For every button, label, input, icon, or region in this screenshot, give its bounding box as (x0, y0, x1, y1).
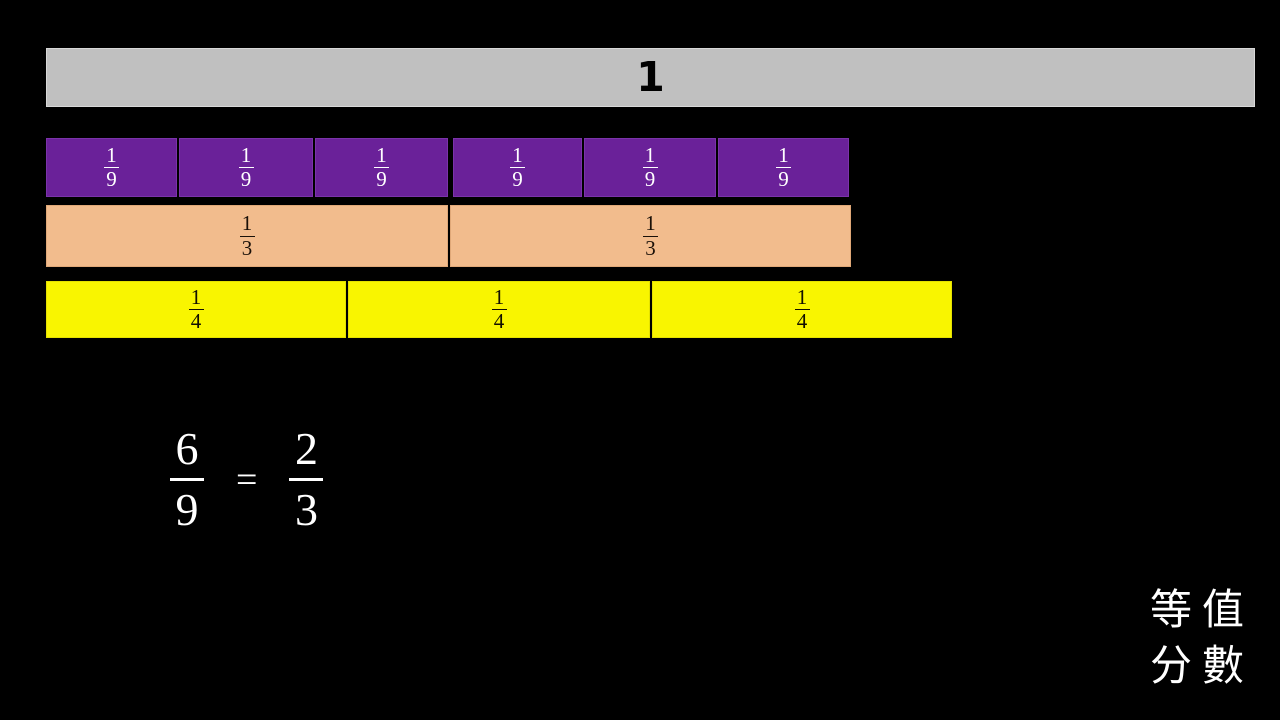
fraction-denominator: 3 (241, 235, 253, 260)
fraction-cell-quarter[interactable]: 1 4 (348, 281, 650, 338)
fraction-numerator: 1 (644, 142, 656, 167)
equation-right-denominator: 3 (294, 484, 318, 536)
fraction-numerator: 1 (190, 284, 202, 309)
fraction-glyph: 1 4 (491, 284, 507, 333)
fraction-glyph: 1 9 (104, 142, 119, 191)
whole-unit-label: 1 (636, 53, 665, 101)
caption-line-1: 等值 (1149, 585, 1254, 635)
fraction-cell-quarter[interactable]: 1 4 (46, 281, 346, 338)
fraction-glyph: 1 4 (188, 284, 204, 333)
equation-left-numerator: 6 (175, 423, 199, 474)
fraction-row-ninths: 1 9 1 9 1 9 1 9 1 9 1 (46, 138, 849, 197)
fraction-glyph: 1 9 (510, 142, 525, 191)
fraction-rule (491, 309, 507, 310)
equation-right-numerator: 2 (294, 423, 318, 474)
equals-sign: = (236, 458, 258, 501)
fraction-cell-ninth[interactable]: 1 9 (315, 138, 448, 197)
fraction-numerator: 1 (241, 211, 253, 236)
fraction-cell-third[interactable]: 1 3 (450, 205, 851, 267)
fraction-row-thirds: 1 3 1 3 (46, 205, 851, 267)
fraction-numerator: 1 (493, 284, 505, 309)
fraction-glyph: 1 9 (642, 142, 658, 191)
fraction-numerator: 1 (512, 142, 523, 167)
fraction-cell-quarter[interactable]: 1 4 (652, 281, 952, 338)
fraction-denominator: 4 (796, 309, 808, 333)
fraction-denominator: 9 (106, 167, 117, 191)
fraction-denominator: 9 (644, 167, 656, 191)
whole-unit-bar: 1 (46, 48, 1255, 107)
fraction-cell-third[interactable]: 1 3 (46, 205, 448, 267)
fraction-rule (374, 167, 389, 168)
fraction-cell-ninth[interactable]: 1 9 (179, 138, 313, 197)
fraction-rule (104, 167, 119, 168)
fraction-denominator: 4 (190, 309, 202, 333)
fraction-glyph: 1 9 (374, 142, 389, 191)
fraction-numerator: 1 (376, 142, 387, 167)
equation-right-rule (289, 478, 324, 482)
fraction-rule (643, 235, 658, 237)
fraction-denominator: 9 (376, 167, 387, 191)
fraction-cell-ninth[interactable]: 1 9 (584, 138, 716, 197)
fraction-cell-ninth[interactable]: 1 9 (718, 138, 849, 197)
equivalence-equation: 6 9 = 2 3 (170, 423, 324, 536)
topic-caption: 等值 分數 (1150, 582, 1254, 694)
fraction-glyph: 1 9 (776, 142, 791, 191)
fraction-glyph: 1 3 (643, 211, 658, 260)
fraction-rule (188, 309, 204, 310)
fraction-numerator: 1 (645, 211, 656, 236)
fraction-denominator: 3 (645, 235, 656, 260)
fraction-rule (776, 167, 791, 168)
fraction-glyph: 1 9 (238, 142, 254, 191)
fraction-rule (510, 167, 525, 168)
fraction-denominator: 9 (778, 167, 789, 191)
fraction-numerator: 1 (796, 284, 808, 309)
equation-left-denominator: 9 (175, 484, 199, 536)
fraction-rule (238, 167, 254, 168)
equation-right-fraction: 2 3 (289, 423, 324, 536)
fraction-rule (642, 167, 658, 168)
caption-line-2: 分數 (1149, 641, 1254, 691)
fraction-row-quarters: 1 4 1 4 1 4 (46, 281, 952, 338)
fraction-glyph: 1 3 (239, 211, 255, 260)
equation-left-fraction: 6 9 (170, 423, 204, 536)
fraction-denominator: 9 (240, 167, 252, 191)
fraction-cell-ninth[interactable]: 1 9 (46, 138, 177, 197)
equation-left-rule (170, 478, 204, 482)
fraction-rule (239, 235, 255, 237)
fraction-denominator: 9 (512, 167, 523, 191)
fraction-glyph: 1 4 (794, 284, 810, 333)
fraction-cell-ninth[interactable]: 1 9 (453, 138, 582, 197)
fraction-numerator: 1 (106, 142, 117, 167)
fraction-rule (794, 309, 810, 310)
fraction-denominator: 4 (493, 309, 505, 333)
fraction-numerator: 1 (240, 142, 252, 167)
fraction-numerator: 1 (778, 142, 789, 167)
